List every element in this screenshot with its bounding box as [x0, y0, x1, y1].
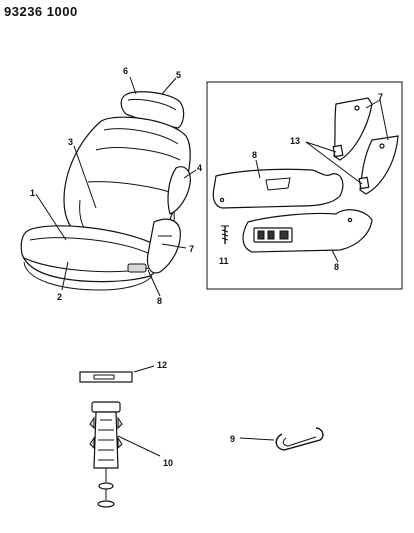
seat-assembly	[20, 91, 191, 291]
callout-8-detail-lower: 8	[334, 262, 339, 272]
callout-13: 13	[290, 136, 300, 146]
callout-3: 3	[68, 137, 73, 147]
side-shield-lower	[242, 209, 373, 253]
callout-5: 5	[176, 70, 181, 80]
callout-6: 6	[123, 66, 128, 76]
recliner-mechanism	[89, 401, 161, 508]
callout-9: 9	[230, 434, 235, 444]
callout-7-detail: 7	[378, 92, 383, 102]
callout-8-detail-upper: 8	[252, 150, 257, 160]
callout-1: 1	[30, 188, 35, 198]
callout-10: 10	[163, 458, 173, 468]
trim-cover-lower	[358, 135, 399, 195]
callout-11: 11	[219, 256, 229, 266]
trim-strip	[79, 365, 155, 383]
callout-2: 2	[57, 292, 62, 302]
callout-4: 4	[197, 163, 202, 173]
side-shield-upper	[212, 168, 344, 209]
trim-cover-upper	[332, 97, 373, 161]
callout-8-seat: 8	[157, 296, 162, 306]
detail-leader-lines	[255, 99, 389, 263]
side-shield	[127, 218, 181, 274]
document-id: 93236 1000	[4, 4, 78, 19]
seat-cushion	[20, 225, 162, 291]
callout-12: 12	[157, 360, 167, 370]
detail-inset-frame	[206, 81, 403, 290]
seat-side-panel	[167, 166, 191, 215]
release-handle	[239, 427, 324, 451]
callout-7-seat: 7	[189, 244, 194, 254]
detail-inset	[212, 97, 399, 253]
seat-leader-lines	[35, 76, 197, 297]
screw	[221, 225, 229, 244]
headrest	[120, 91, 185, 129]
